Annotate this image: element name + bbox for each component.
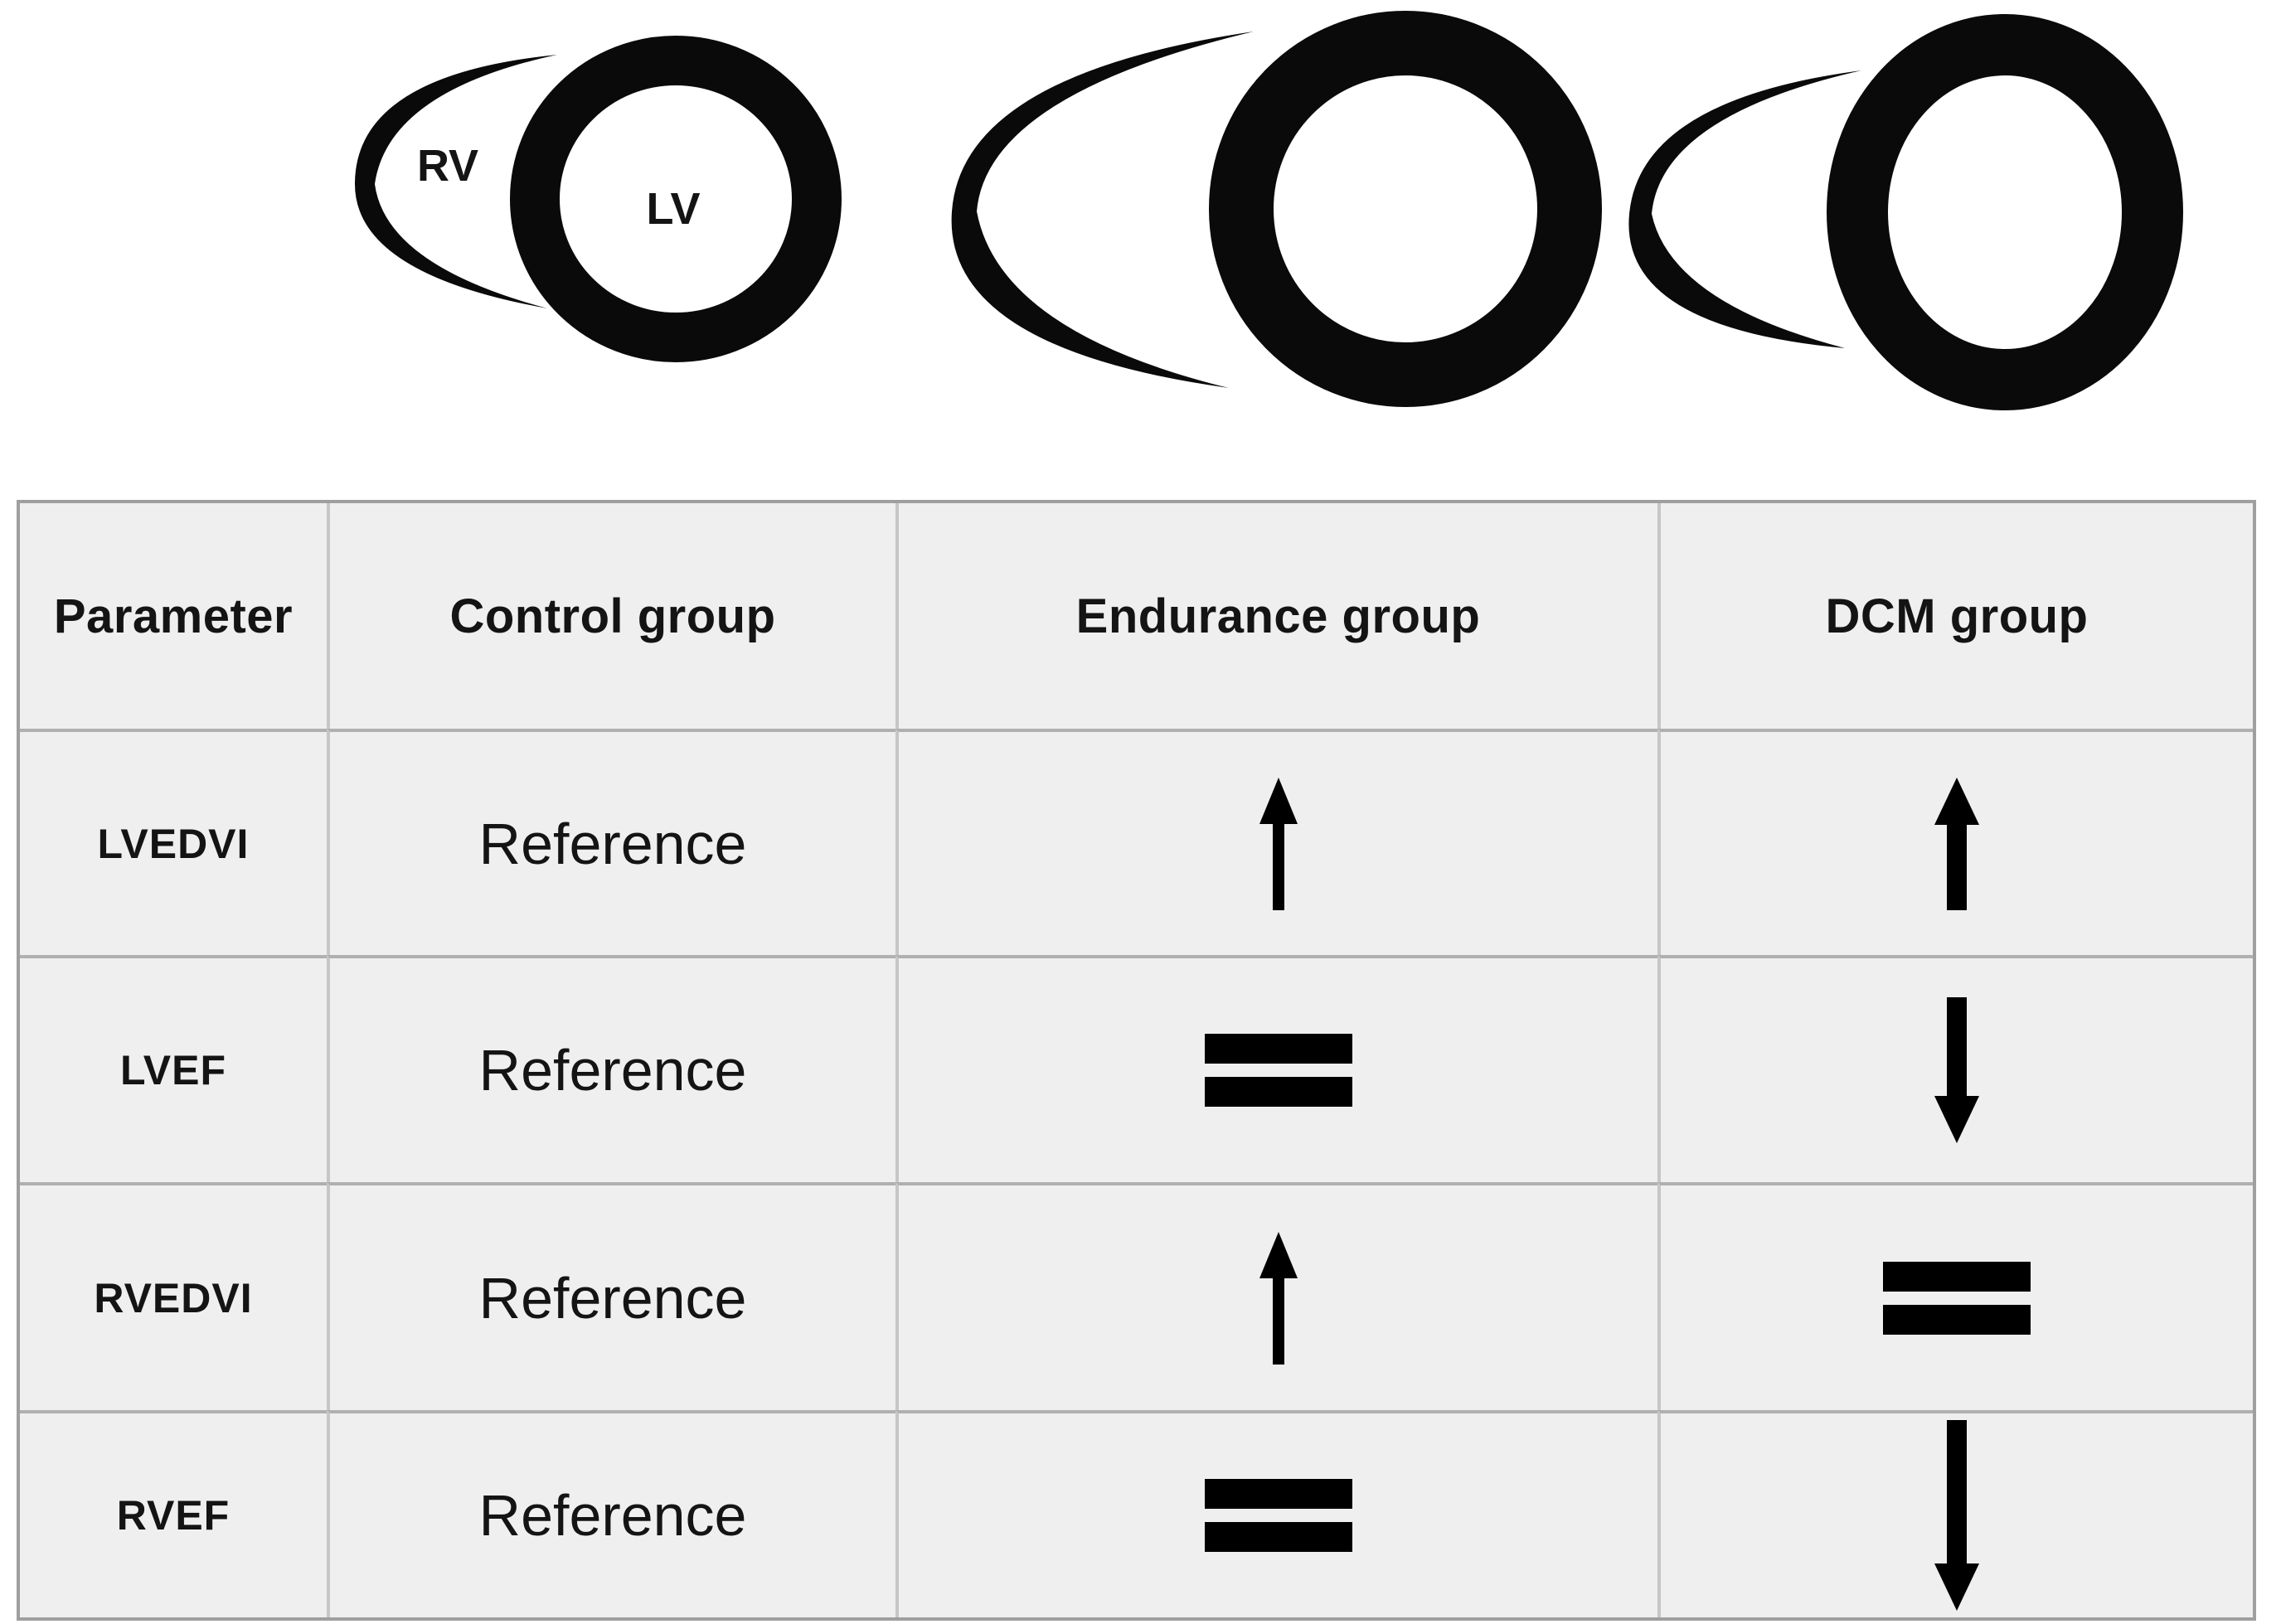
arrow-up-thin-icon xyxy=(1254,1231,1303,1365)
dcm-cell xyxy=(1657,1182,2253,1410)
equals-icon xyxy=(1204,1479,1352,1552)
control-cell: Reference xyxy=(327,729,895,955)
heart-control: RV LV xyxy=(354,36,842,362)
param-cell: LVEDVI xyxy=(20,729,327,955)
results-table: Parameter Control group Endurance group … xyxy=(17,500,2256,1621)
header-cell-dcm-group: DCM group xyxy=(1657,503,2253,729)
arrow-up-thick-icon xyxy=(1931,777,1983,910)
arrow-up-thin-icon xyxy=(1254,777,1303,910)
dcm-cell xyxy=(1657,729,2253,955)
heart-dcm xyxy=(1628,14,2183,410)
param-cell: LVEF xyxy=(20,955,327,1182)
lv-label: LV xyxy=(647,184,701,234)
dcm-cell xyxy=(1657,1410,2253,1617)
arrow-down-long-icon xyxy=(1931,1420,1983,1611)
lv-ring xyxy=(1209,11,1602,407)
lv-ring xyxy=(510,36,842,362)
rv-crescent xyxy=(354,55,557,308)
equals-icon xyxy=(1204,1034,1352,1107)
header-cell-parameter: Parameter xyxy=(20,503,327,729)
endurance-cell xyxy=(895,1410,1657,1617)
equals-icon xyxy=(1883,1261,2031,1335)
endurance-cell xyxy=(895,955,1657,1182)
param-cell: RVEDVI xyxy=(20,1182,327,1410)
rv-crescent xyxy=(951,32,1254,388)
heart-diagrams: RV LV xyxy=(354,11,2183,410)
param-cell: RVEF xyxy=(20,1410,327,1617)
control-cell: Reference xyxy=(327,1182,895,1410)
control-cell: Reference xyxy=(327,1410,895,1617)
heart-endurance xyxy=(951,11,1602,407)
header-cell-control-group: Control group xyxy=(327,503,895,729)
endurance-cell xyxy=(895,1182,1657,1410)
header-cell-endurance-group: Endurance group xyxy=(895,503,1657,729)
dcm-cell xyxy=(1657,955,2253,1182)
rv-label: RV xyxy=(417,141,478,191)
control-cell: Reference xyxy=(327,955,895,1182)
arrow-down-icon xyxy=(1931,997,1983,1143)
lv-ring xyxy=(1827,14,2183,410)
rv-crescent xyxy=(1628,70,1861,348)
endurance-cell xyxy=(895,729,1657,955)
